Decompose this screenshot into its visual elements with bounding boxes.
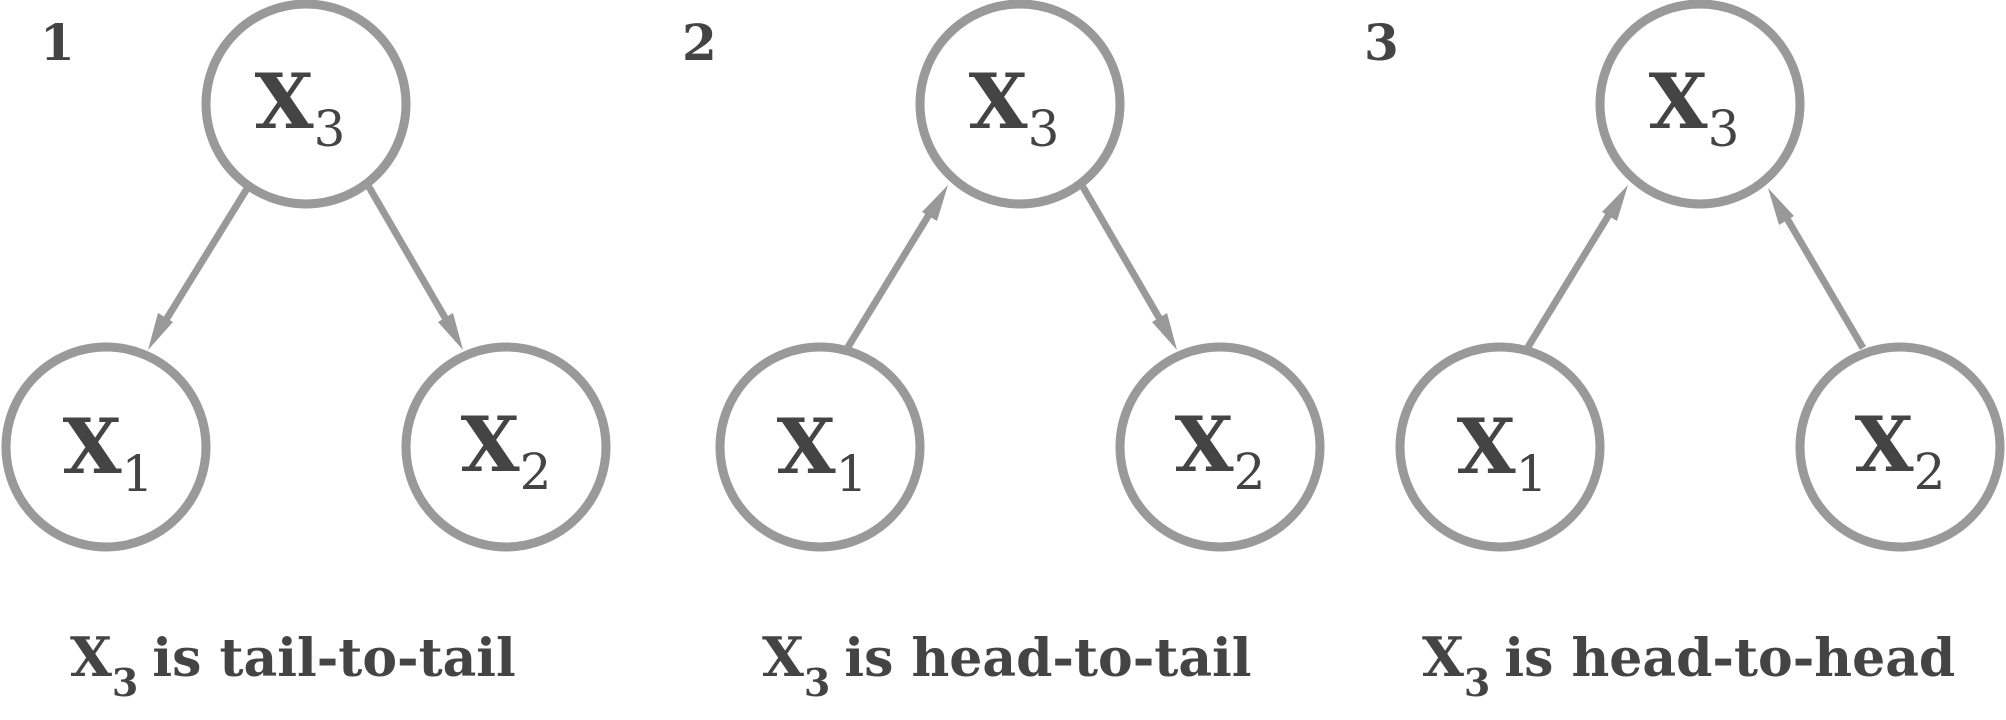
caption-text: is head-to-head	[1504, 628, 1955, 689]
edge-x1-to-x3	[1525, 185, 1628, 349]
node-variable: X	[1855, 400, 1914, 489]
arrow-head-icon	[922, 185, 948, 221]
node-subscript: 1	[836, 445, 868, 503]
node-variable: X	[1649, 57, 1708, 146]
panel-3: 3 X3 X1 X2	[1364, 0, 2005, 705]
edge-x3-to-x2	[365, 185, 463, 350]
arrow-head-icon	[148, 313, 173, 350]
arrow-head-icon	[1602, 185, 1628, 221]
node-variable: X	[1457, 402, 1516, 491]
node-subscript: 3	[1028, 100, 1060, 158]
caption-text: is tail-to-tail	[152, 628, 515, 689]
svg-text:X3: X3	[1649, 57, 1740, 158]
node-subscript: 3	[314, 100, 346, 158]
node-subscript: 1	[122, 445, 154, 503]
svg-text:X2: X2	[1175, 400, 1266, 501]
panel-caption: X3 is tail-to-tail	[70, 625, 516, 705]
node-subscript: 2	[1234, 443, 1266, 501]
panel-number: 2	[682, 13, 717, 72]
arrow-head-icon	[1152, 313, 1177, 350]
panel-number: 1	[40, 13, 75, 72]
caption-subscript: 3	[112, 660, 138, 705]
svg-text:X1: X1	[63, 402, 154, 503]
caption-subscript: 3	[804, 660, 830, 705]
node-x3: X3	[1595, 0, 1805, 209]
node-variable: X	[777, 402, 836, 491]
panel-1: 1 X3 X1 X2	[1, 0, 611, 705]
caption-variable: X	[70, 625, 112, 689]
node-variable: X	[63, 402, 122, 491]
node-x1: X1	[1, 342, 211, 552]
svg-text:X2: X2	[1855, 400, 1946, 501]
panel-caption: X3 is head-to-tail	[762, 625, 1252, 705]
svg-text:X3: X3	[969, 57, 1060, 158]
node-subscript: 2	[520, 443, 552, 501]
node-x1: X1	[1395, 342, 1605, 552]
edge-x3-to-x1	[148, 185, 251, 350]
node-subscript: 3	[1708, 100, 1740, 158]
panel-number: 3	[1364, 13, 1399, 72]
node-x2: X2	[401, 342, 611, 552]
edge-x2-to-x3	[1768, 188, 1867, 350]
node-variable: X	[1175, 400, 1234, 489]
node-variable: X	[969, 57, 1028, 146]
caption-text: is head-to-tail	[844, 628, 1251, 689]
node-subscript: 2	[1914, 443, 1946, 501]
caption-variable: X	[762, 625, 804, 689]
svg-text:X3: X3	[255, 57, 346, 158]
caption-variable: X	[1422, 625, 1464, 689]
caption-subscript: 3	[1464, 660, 1490, 705]
panel-2: 2 X3 X1 X2	[682, 0, 1325, 705]
edge-x3-to-x2	[1079, 185, 1177, 350]
svg-text:X1: X1	[777, 402, 868, 503]
svg-text:X1: X1	[1457, 402, 1548, 503]
node-x2: X2	[1115, 342, 1325, 552]
node-x3: X3	[201, 0, 411, 209]
arrow-head-icon	[438, 313, 463, 350]
node-subscript: 1	[1516, 445, 1548, 503]
svg-text:X2: X2	[461, 400, 552, 501]
panel-caption: X3 is head-to-head	[1422, 625, 1955, 705]
node-x1: X1	[715, 342, 925, 552]
node-x3: X3	[915, 0, 1125, 209]
node-x2: X2	[1795, 342, 2005, 552]
node-variable: X	[255, 57, 314, 146]
arrow-head-icon	[1768, 188, 1794, 225]
node-variable: X	[461, 400, 520, 489]
edge-x1-to-x3	[845, 185, 948, 349]
